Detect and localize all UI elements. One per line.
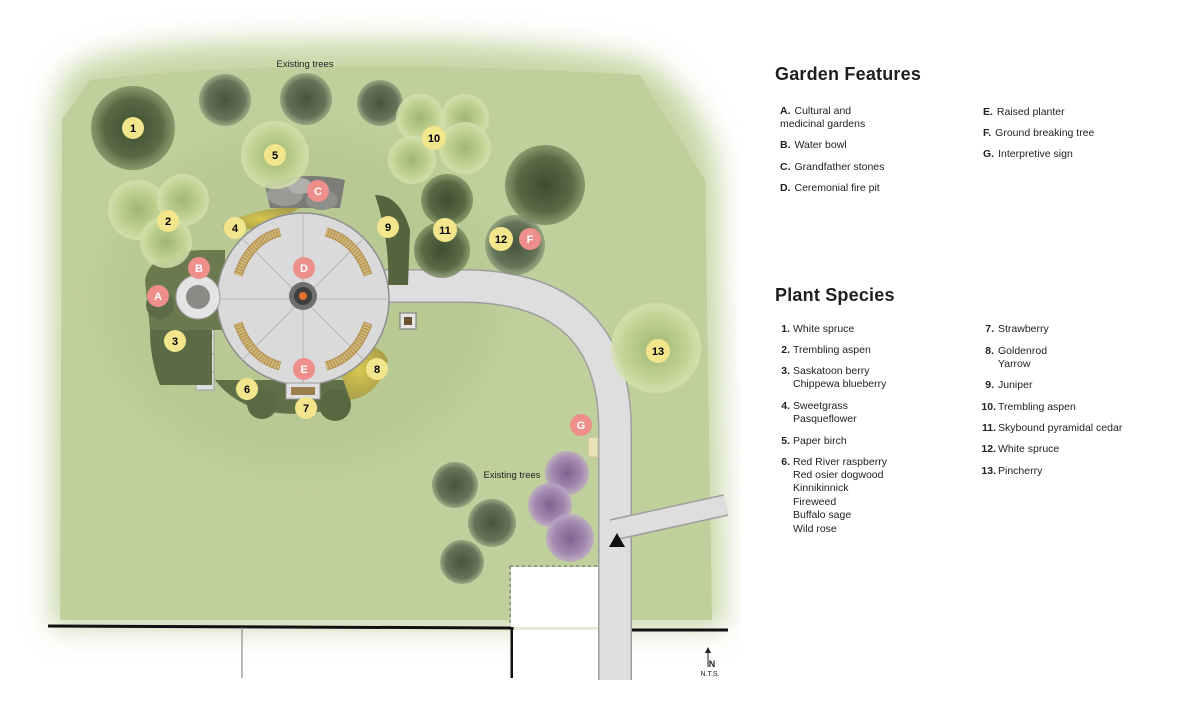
svg-text:E: E xyxy=(300,364,307,376)
marker-7: 7 xyxy=(295,397,317,419)
property-lines xyxy=(47,565,728,680)
scale-label: N.T.S. xyxy=(700,671,719,678)
marker-5: 5 xyxy=(264,144,286,166)
ceremonial-plaza xyxy=(175,212,599,458)
marker-4: 4 xyxy=(224,217,246,239)
existing-trees-label-bottom: Existing trees xyxy=(483,470,540,481)
plant-species-title: Plant Species xyxy=(775,285,895,305)
marker-b: B xyxy=(188,257,210,279)
svg-text:C: C xyxy=(314,186,322,198)
feature-e: E.Raised planter xyxy=(983,106,1065,118)
marker-a: A xyxy=(147,285,169,307)
svg-text:3: 3 xyxy=(172,336,178,348)
number-markers: 1 2 3 4 5 6 7 8 9 10 11 12 13 xyxy=(122,117,670,419)
marker-c: C xyxy=(307,180,329,202)
svg-text:7: 7 xyxy=(303,403,309,415)
svg-text:B: B xyxy=(195,263,203,275)
marker-12: 12 xyxy=(489,227,513,251)
marker-11: 11 xyxy=(433,218,457,242)
svg-text:4: 4 xyxy=(232,223,239,235)
svg-text:A: A xyxy=(154,291,162,303)
marker-f: F xyxy=(519,228,541,250)
feature-g: G.Interpretive sign xyxy=(983,148,1073,160)
feature-f: F.Ground breaking tree xyxy=(983,127,1095,139)
marker-1: 1 xyxy=(122,117,144,139)
marker-2: 2 xyxy=(157,210,179,232)
svg-text:9: 9 xyxy=(385,222,391,234)
plant-species-legend: Plant Species xyxy=(775,285,895,306)
garden-features-legend: Garden Features xyxy=(775,64,921,85)
feature-d: D.Ceremonial fire pit xyxy=(780,182,880,194)
svg-text:2: 2 xyxy=(165,216,171,228)
svg-text:G: G xyxy=(577,420,586,432)
existing-trees-label-top: Existing trees xyxy=(276,59,333,70)
marker-d: D xyxy=(293,257,315,279)
feature-c: C.Grandfather stones xyxy=(780,161,885,173)
marker-13: 13 xyxy=(646,339,670,363)
svg-text:8: 8 xyxy=(374,364,380,376)
north-arrow xyxy=(609,533,711,667)
svg-text:12: 12 xyxy=(495,234,507,246)
marker-9: 9 xyxy=(377,216,399,238)
marker-8: 8 xyxy=(366,358,388,380)
svg-text:1: 1 xyxy=(130,123,136,135)
svg-text:D: D xyxy=(300,263,308,275)
svg-text:11: 11 xyxy=(439,225,451,237)
marker-6: 6 xyxy=(236,378,258,400)
marker-e: E xyxy=(293,358,315,380)
marker-10: 10 xyxy=(422,126,446,150)
svg-text:5: 5 xyxy=(272,150,278,162)
site-plan: Existing trees Existing trees N N.T.S. 1… xyxy=(47,40,729,680)
svg-text:6: 6 xyxy=(244,384,250,396)
garden-features-title: Garden Features xyxy=(775,64,922,84)
svg-text:10: 10 xyxy=(428,133,440,145)
marker-3: 3 xyxy=(164,330,186,352)
feature-a: A.Cultural and medicinal gardens xyxy=(780,105,866,130)
marker-g: G xyxy=(570,414,592,436)
svg-text:F: F xyxy=(527,234,534,246)
north-label: N xyxy=(709,659,716,669)
svg-text:13: 13 xyxy=(652,346,664,358)
feature-b: B.Water bowl xyxy=(780,139,847,151)
letter-markers: A B C D E F G xyxy=(147,180,592,436)
